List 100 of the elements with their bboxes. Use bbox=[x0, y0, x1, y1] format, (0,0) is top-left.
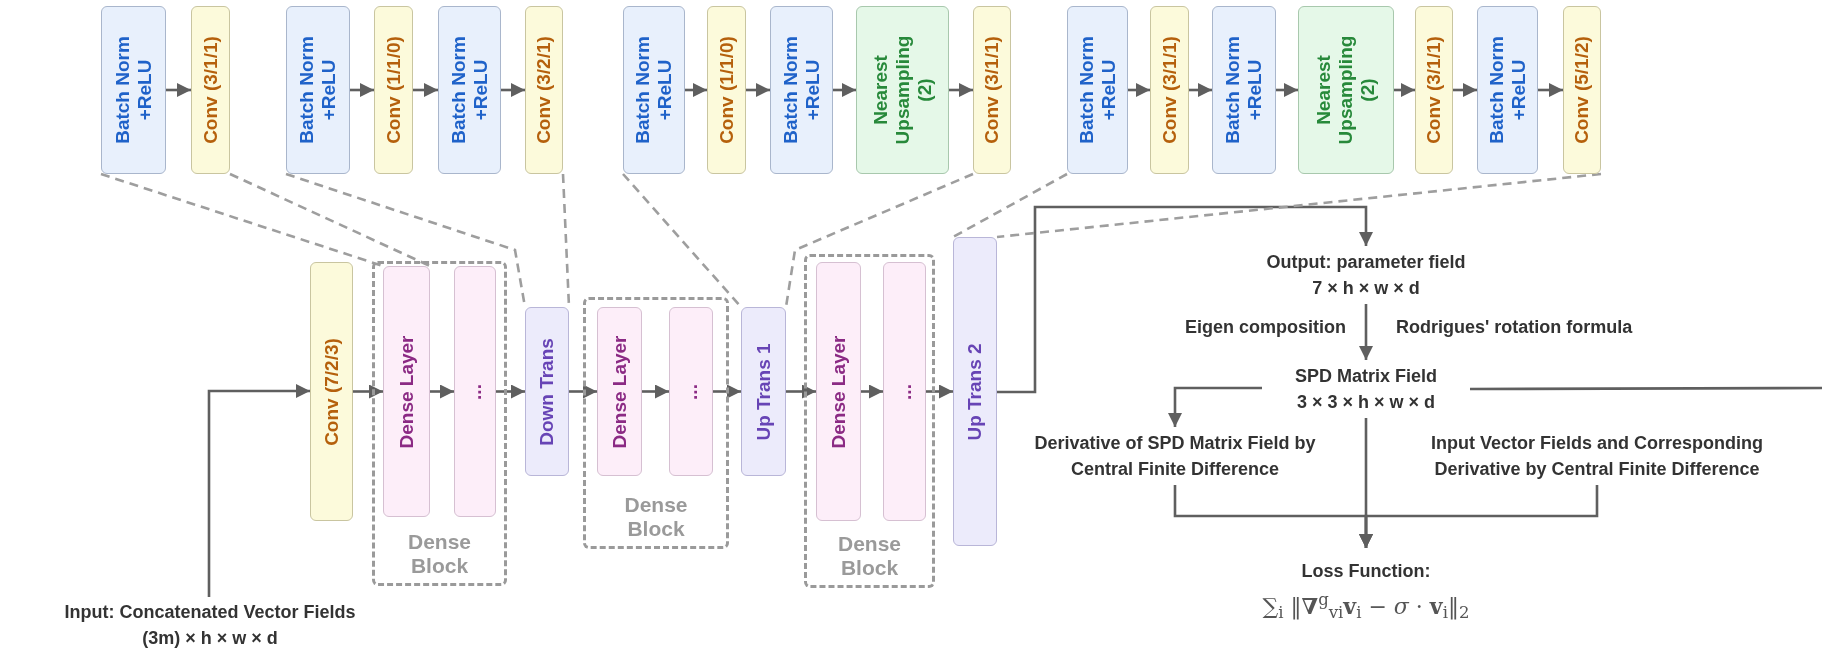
layer-label: Conv (3/1/1) bbox=[1423, 35, 1445, 146]
layer-label: Conv (3/1/1) bbox=[199, 35, 222, 146]
layer-label: Conv (3/1/1) bbox=[981, 35, 1003, 146]
dense-layer-box bbox=[669, 307, 713, 476]
layer-label: Batch Norm +ReLU bbox=[1485, 35, 1530, 146]
batch-norm-box bbox=[438, 6, 501, 174]
layer-label: Down Trans bbox=[536, 336, 558, 448]
arrow bbox=[997, 205, 1373, 394]
batch-norm-box bbox=[286, 6, 350, 174]
layer-label: Up Trans 2 bbox=[964, 341, 986, 443]
transition-box bbox=[741, 307, 786, 476]
arrow bbox=[949, 83, 973, 97]
layer-label: ... bbox=[464, 382, 486, 402]
layer-label: Dense Layer bbox=[827, 334, 850, 450]
dense-layer-box bbox=[454, 266, 496, 517]
step-text: SPD Matrix Field bbox=[1295, 365, 1437, 388]
arrow bbox=[1453, 83, 1477, 97]
layer-label: Batch Norm +ReLU bbox=[1222, 35, 1266, 146]
arrow bbox=[1359, 485, 1599, 548]
arrow bbox=[350, 83, 374, 97]
arrow bbox=[746, 83, 770, 97]
batch-norm-box bbox=[1477, 6, 1538, 174]
transition-box bbox=[953, 237, 997, 546]
arrow bbox=[713, 384, 741, 399]
dashed-zoom-line bbox=[952, 172, 1068, 239]
conv-box bbox=[1415, 6, 1453, 174]
arrow bbox=[207, 384, 310, 597]
upsampling-box bbox=[1298, 6, 1394, 174]
conv-box bbox=[1563, 6, 1601, 174]
arrow bbox=[861, 384, 883, 399]
step-text: 3 × 3 × h × w × d bbox=[1296, 391, 1436, 414]
dashed-zoom-line bbox=[996, 172, 1602, 239]
block-label: Dense Block bbox=[623, 493, 689, 541]
arrow bbox=[501, 83, 525, 97]
arrow bbox=[496, 384, 525, 399]
batch-norm-box bbox=[1212, 6, 1276, 174]
layer-label: Batch Norm +ReLU bbox=[779, 35, 824, 146]
layer-label: Conv (3/2/1) bbox=[533, 35, 555, 146]
transition-box bbox=[525, 307, 569, 476]
block-label: Dense Block bbox=[837, 532, 902, 580]
annotation-label: Rodrigues' rotation formula bbox=[1396, 317, 1633, 337]
arrow bbox=[833, 83, 856, 97]
step-text: 7 × h × w × d bbox=[1312, 277, 1420, 300]
conv-box bbox=[973, 6, 1011, 174]
batch-norm-box bbox=[1067, 6, 1128, 174]
layer-label: Batch Norm +ReLU bbox=[632, 35, 676, 146]
arrow bbox=[1276, 83, 1298, 97]
block-label: Dense Block bbox=[407, 530, 472, 578]
layer-label: Conv (1/1/0) bbox=[715, 35, 738, 146]
arrow bbox=[1128, 83, 1150, 97]
conv-box bbox=[525, 6, 563, 174]
layer-label: Nearest Upsampling (2) bbox=[1313, 34, 1379, 147]
layer-label: Batch Norm +ReLU bbox=[111, 35, 156, 146]
layer-label: ... bbox=[680, 382, 702, 402]
arrow bbox=[685, 83, 707, 97]
dashed-zoom-line bbox=[100, 172, 384, 268]
arrow bbox=[786, 384, 816, 399]
arrow bbox=[1538, 83, 1563, 97]
conv-box bbox=[1150, 6, 1189, 174]
loss-formula: ∑$_{i}$ ‖∇$^{g}$$_{vi}$v$_{i}$ − σ · v$_{i}$‖$_{2}$ bbox=[1262, 589, 1470, 624]
layer-label: Conv (5/1/2) bbox=[1571, 35, 1593, 146]
batch-norm-box bbox=[101, 6, 166, 174]
arrow bbox=[1394, 83, 1415, 97]
step-text: Derivative of SPD Matrix Field by Central Finite Difference bbox=[1033, 432, 1317, 481]
dense-layer-box bbox=[597, 307, 642, 476]
dashed-zoom-line bbox=[784, 172, 974, 308]
layer-label: Batch Norm +ReLU bbox=[447, 35, 492, 146]
layer-label: Batch Norm +ReLU bbox=[296, 35, 340, 146]
step-text: Input: Concatenated Vector Fields bbox=[64, 601, 356, 624]
step-text: Input Vector Fields and Corresponding Derivative by Central Finite Difference bbox=[1430, 432, 1764, 481]
arrow bbox=[926, 384, 953, 399]
batch-norm-box bbox=[623, 6, 685, 174]
dashed-zoom-line bbox=[622, 173, 742, 308]
layer-label: Conv (1/1/0) bbox=[382, 35, 405, 146]
upsampling-box bbox=[856, 6, 949, 174]
arrow bbox=[1189, 83, 1212, 97]
conv-box bbox=[310, 262, 353, 521]
conv-box bbox=[707, 6, 746, 174]
dense-layer-box bbox=[816, 262, 861, 521]
layer-label: Batch Norm +ReLU bbox=[1075, 35, 1120, 146]
layer-label: Conv (7/2/3) bbox=[320, 336, 343, 448]
arrow bbox=[1359, 304, 1373, 360]
annotation-label: Eigen composition bbox=[1185, 317, 1346, 337]
step-text: Output: parameter field bbox=[1266, 251, 1466, 274]
arrow bbox=[430, 384, 454, 399]
layer-label: Up Trans 1 bbox=[752, 341, 775, 443]
step-text: Loss Function: bbox=[1301, 559, 1431, 583]
arrow bbox=[353, 384, 383, 399]
arrow bbox=[166, 83, 191, 97]
batch-norm-box bbox=[770, 6, 833, 174]
arrow bbox=[642, 384, 669, 399]
dashed-zoom-line bbox=[229, 172, 431, 268]
dense-layer-box bbox=[883, 262, 926, 521]
layer-label: Nearest Upsampling (2) bbox=[869, 34, 936, 147]
arrow bbox=[569, 384, 597, 399]
arrow bbox=[413, 83, 438, 97]
layer-label: ... bbox=[893, 382, 916, 402]
conv-box bbox=[191, 6, 230, 174]
layer-label: Conv (3/1/1) bbox=[1158, 35, 1181, 146]
dense-layer-box bbox=[383, 266, 430, 517]
